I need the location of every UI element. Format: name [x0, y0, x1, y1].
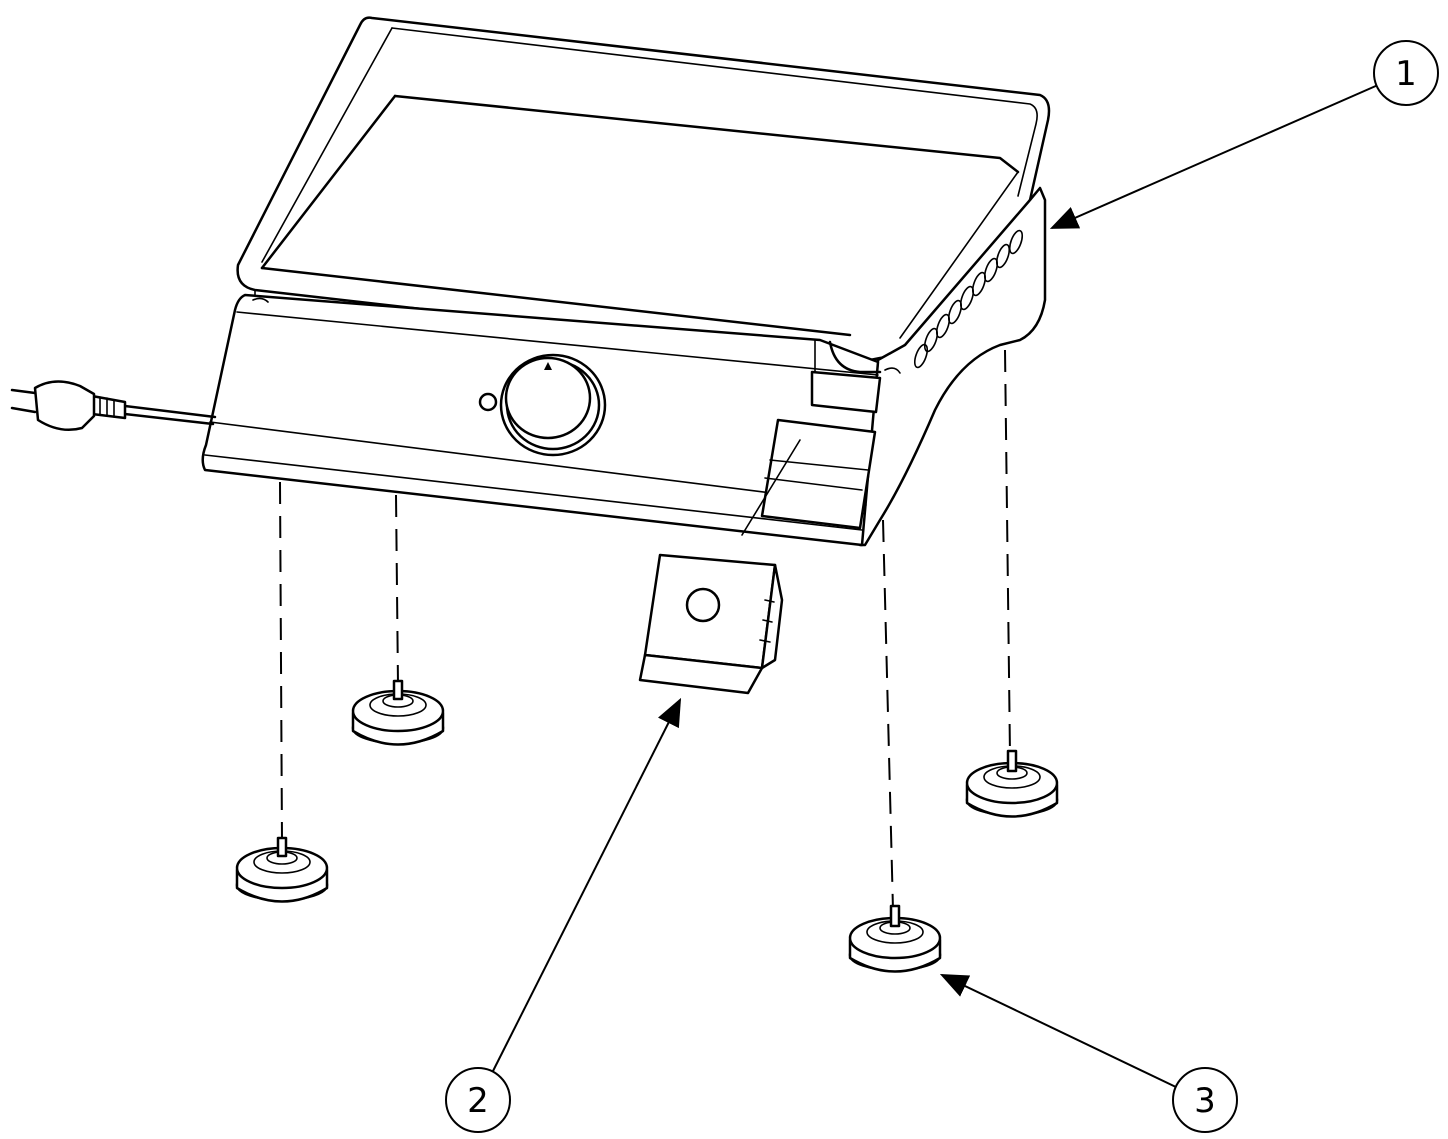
vent-holes [913, 229, 1024, 369]
callout-3-label: 3 [1194, 1081, 1216, 1121]
callout-1-label: 1 [1395, 54, 1417, 94]
callout-1: 1 [1049, 40, 1439, 229]
power-cord [10, 380, 217, 431]
callout-3: 3 [939, 973, 1238, 1133]
foot-4 [965, 749, 1059, 818]
housing-body [201, 186, 1047, 547]
switch-module [638, 439, 801, 695]
foot-3 [848, 904, 942, 973]
foot-2 [351, 679, 445, 746]
callout-2: 2 [445, 697, 682, 1133]
callout-2-label: 2 [467, 1081, 489, 1121]
temperature-knob [499, 353, 607, 457]
foot-1 [235, 836, 329, 903]
assembly-guide-lines [279, 349, 1011, 911]
